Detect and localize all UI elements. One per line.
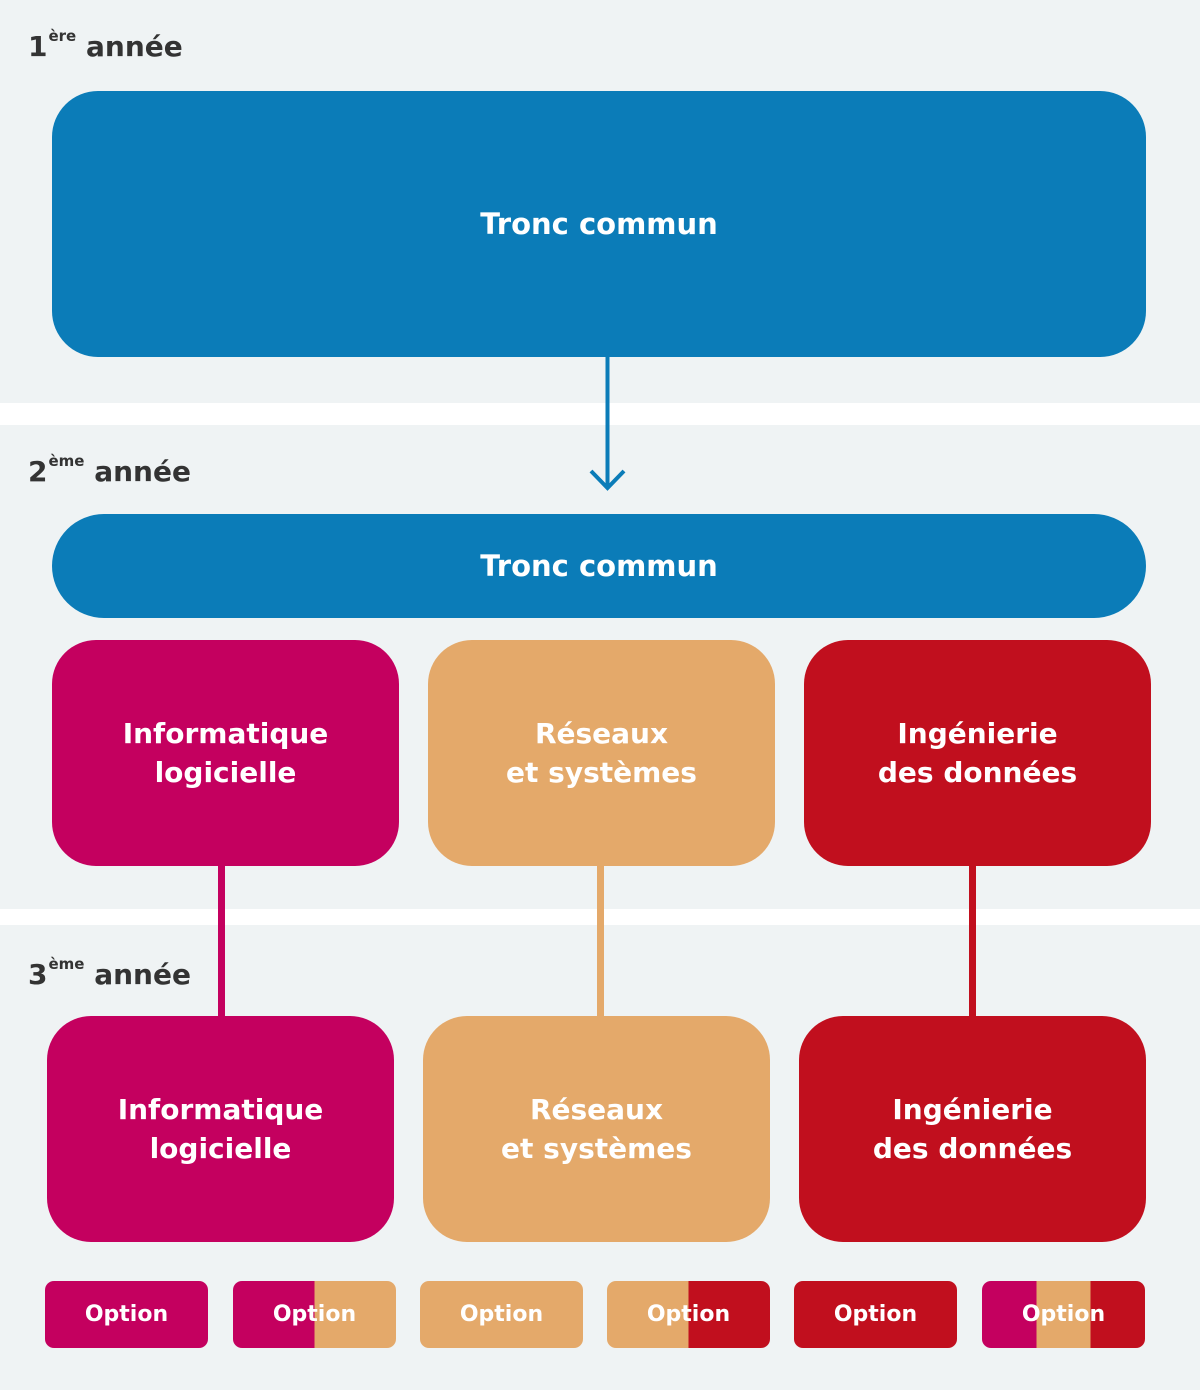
year-2-heading: 2ème année — [28, 452, 191, 488]
connector-reseaux — [597, 860, 604, 1020]
option-reseaux-ingenierie: Option — [607, 1281, 770, 1348]
option-ingenierie: Option — [794, 1281, 957, 1348]
year-3-heading: 3ème année — [28, 955, 191, 991]
connector-informatique — [218, 860, 225, 1020]
option-informatique: Option — [45, 1281, 208, 1348]
year-1-heading: 1ère année — [28, 27, 183, 63]
option-reseaux: Option — [420, 1281, 583, 1348]
tronc-commun-year-2: Tronc commun — [52, 514, 1146, 618]
tronc-commun-year-1: Tronc commun — [52, 91, 1146, 357]
connector-ingenierie — [969, 860, 976, 1020]
option-informatique-reseaux: Option — [233, 1281, 396, 1348]
option-informatique-reseaux-ingenierie: Option — [982, 1281, 1145, 1348]
arrow-down-icon — [589, 356, 626, 491]
